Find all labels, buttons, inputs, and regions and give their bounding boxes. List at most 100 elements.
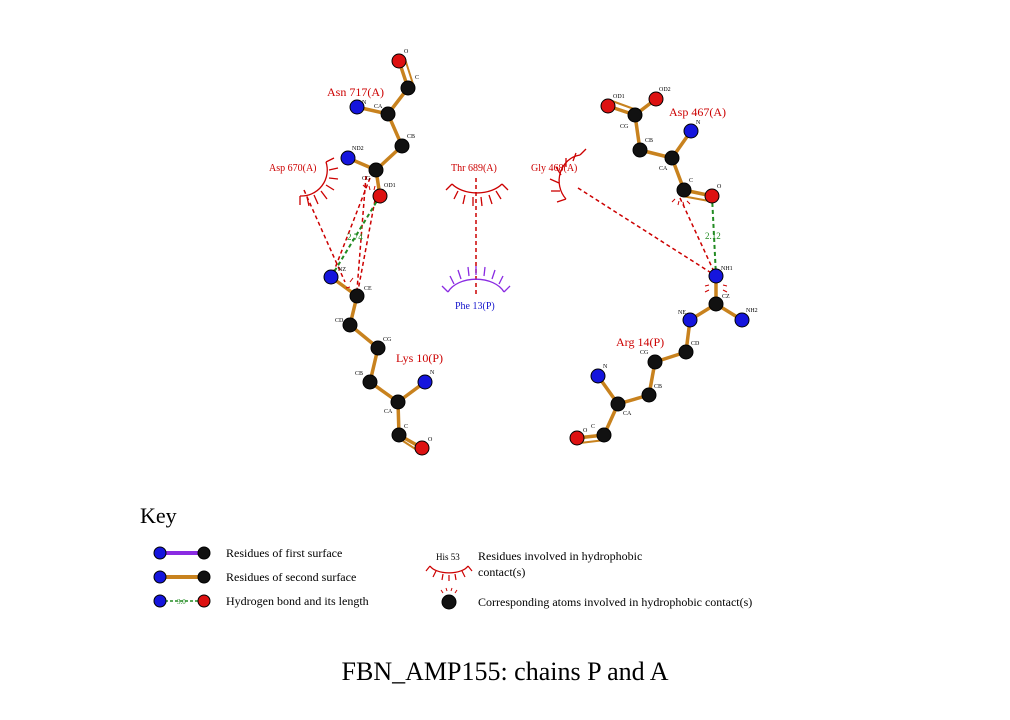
residue-label-phe13: Phe 13(P) [455,301,495,312]
atom-label: N [696,120,701,126]
residue-label-asn717: Asn 717(A) [327,85,384,99]
atom-label: CD [691,341,700,347]
residue-label-asp467: Asp 467(A) [669,105,726,119]
atom-nitrogen [683,123,699,139]
arc-tick [480,196,483,207]
atom-label: NH1 [721,266,733,272]
key-hydrophobic-arc [425,565,473,581]
atom-label: C [591,424,595,430]
arc-tick [579,148,587,156]
atom-oxygen [391,53,407,69]
key-carbon-atom [197,546,211,560]
arc-tick [449,275,455,285]
eyelash-cg [362,184,376,191]
atom-label: N [603,364,608,370]
key-second-surface-label: Residues of second surface [226,570,356,584]
atom-label: O [428,437,433,443]
atom-carbon [368,162,384,178]
atom-label: OD1 [384,183,396,189]
atom-label: O [717,184,722,190]
arc-tick [441,285,449,293]
page-title: FBN_AMP155: chains P and A [342,657,669,686]
atom-carbon [596,427,612,443]
hbond-length-2: 2.12 [705,231,721,241]
hydrophobic-arc-asp670 [299,157,339,207]
atom-label: CA [659,166,668,172]
arc-tick [325,184,335,191]
bond-double [404,58,414,85]
atom-nitrogen [590,368,606,384]
key-nitrogen-atom [153,594,167,608]
arc-tick [498,275,504,285]
key-atom-eyelash [440,587,458,594]
eyelash-tick [454,589,458,594]
arc-tick [320,190,328,200]
arc-tick [462,194,466,205]
contact-gly-nh1 [577,187,717,277]
atom-carbon [362,374,378,390]
atom-contact-marks [345,184,728,293]
key-legend: Key Residues of first surface Residues o… [140,503,752,610]
residue-label-thr689: Thr 689(A) [451,163,497,174]
key-first-surface-label: Residues of first surface [226,546,342,560]
atom-label: CG [362,176,371,182]
atom-label: O [583,428,588,434]
atom-label: OD2 [659,87,671,93]
arc-tick [488,194,493,205]
arc-tick [555,166,562,176]
atom-labels: O C N CA CB ND2 CG OD1 NZ CE CD CG CB CA… [335,49,758,443]
key-carbon-atom [197,570,211,584]
contact-cg-ce [356,175,367,291]
atom-carbon [390,394,406,410]
hbond-line-1 [330,195,381,278]
arc-tick [445,183,453,191]
key-title: Key [140,503,177,528]
atom-label: NZ [338,267,346,273]
atom-carbon [676,182,692,198]
atom-carbon [664,150,680,166]
residue-label-arg14: Arg 14(P) [616,335,664,349]
arc-tick [461,570,466,578]
arc-tick [441,573,444,581]
atom-oxygen [569,430,585,446]
atom-label: O [404,49,409,55]
hbond-line-2 [711,195,717,277]
arc-tick [328,177,339,180]
atom-label: CE [364,286,372,292]
atom-label: CB [355,371,363,377]
atom-label: CB [654,384,662,390]
key-hydrophobic-label-1: Residues involved in hydrophobic [478,549,642,563]
arc-tick [495,190,502,200]
arc-tick [467,565,473,572]
atom-nitrogen [734,312,750,328]
atom-label: CA [384,409,393,415]
atom-label: CG [620,124,629,130]
atom-carbon [394,138,410,154]
atom-oxygen [372,188,388,204]
key-contact-atom [441,594,457,610]
arc [429,565,469,574]
atom-carbon [342,317,358,333]
hbond-lines [330,195,717,278]
atom-label: C [689,178,693,184]
arc-tick [328,167,339,171]
atom-carbon [349,288,365,304]
arc-tick [425,565,431,572]
arc-tick [306,196,310,207]
atom-oxygen [704,188,720,204]
atom-label: NH2 [746,308,758,314]
atom-oxygen [414,440,430,456]
residue-label-asp670: Asp 670(A) [269,163,317,174]
arc-tick [432,570,437,578]
atom-carbon [391,427,407,443]
atom-carbon [400,80,416,96]
atom-carbon [627,107,643,123]
arc-tick [453,190,459,200]
atom-oxygen [600,98,616,114]
atom-carbon [708,296,724,312]
arc-tick [501,183,509,191]
key-nitrogen-atom [153,546,167,560]
atom-label: CB [407,134,415,140]
atom-nitrogen [682,312,698,328]
hydrophobic-arc-thr689 [445,183,509,207]
